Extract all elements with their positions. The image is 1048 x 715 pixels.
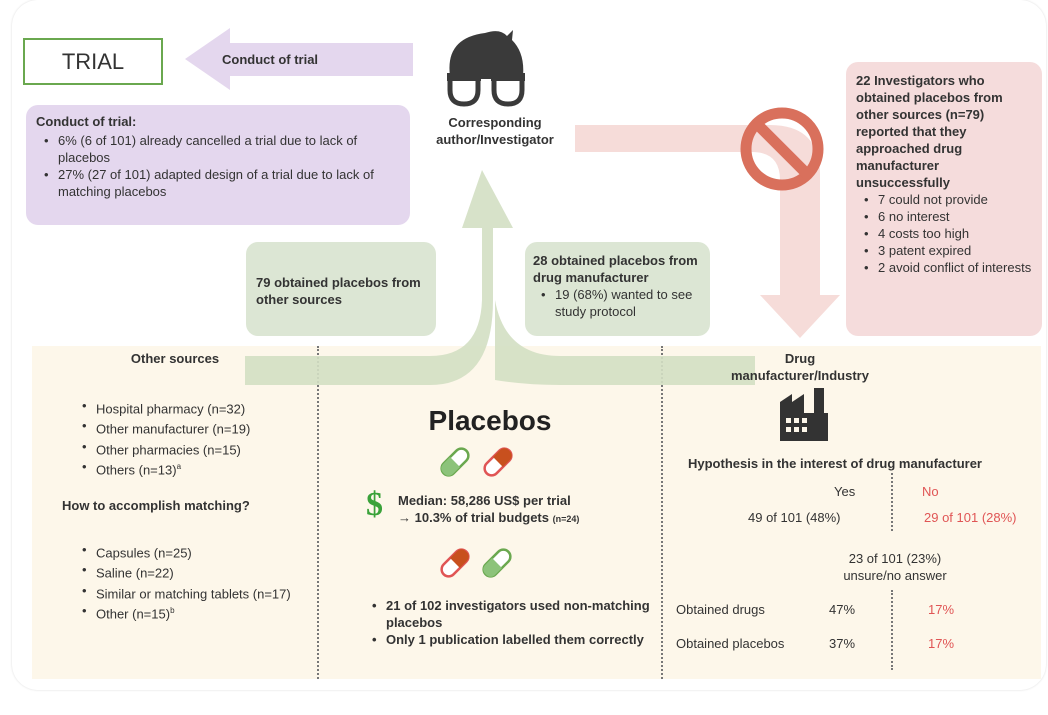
budget-n: (n=24) [552, 514, 580, 524]
other-sources-flow-arrow [245, 170, 513, 385]
other-sources-heading: Other sources [130, 351, 220, 366]
yes-label: Yes [834, 484, 856, 499]
manufacturer-flow-arrow [495, 300, 755, 385]
reason-item: 4 costs too high [864, 225, 1032, 242]
placebos-title: Placebos [428, 405, 552, 436]
unsure-label: unsure/no answer [843, 568, 947, 583]
investigator-label-line1: Corresponding [448, 115, 542, 130]
prohibited-icon [740, 107, 824, 191]
median-cost: Median: 58,286 US$ per trial [398, 493, 571, 508]
non-matching-list: 21 of 102 investigators used non-matchin… [370, 597, 656, 648]
row-yes: 37% [829, 636, 856, 651]
red-pill-icon [483, 447, 513, 477]
reason-item: 2 avoid conflict of interests [864, 259, 1032, 276]
reason-item: 3 patent expired [864, 242, 1032, 259]
other-sources-list: Hospital pharmacy (n=32) Other manufactu… [80, 397, 326, 478]
row-no: 17% [928, 636, 955, 651]
dollar-icon: $ [366, 486, 383, 523]
manufacturer-flow-box: 28 obtained placebos from drug manufactu… [525, 242, 710, 336]
conduct-item: 6% (6 of 101) already cancelled a trial … [44, 132, 400, 166]
budget-share: → 10.3% of trial budgets (n=24) [398, 509, 579, 528]
green-pill-icon [440, 447, 470, 477]
arrow-right-icon: → [398, 510, 411, 525]
green-pill-icon [482, 548, 512, 578]
row-no: 17% [928, 602, 955, 617]
unsure-block: 23 of 101 (23%) unsure/no answer [790, 550, 1000, 584]
divider-right [661, 346, 663, 679]
matching-list: Capsules (n=25) Saline (n=22) Similar or… [80, 541, 296, 622]
conduct-of-trial-panel: Conduct of trial: 6% (6 of 101) already … [26, 105, 410, 225]
matching-heading: How to accomplish matching? [62, 498, 250, 513]
manufacturer-heading-line2: manufacturer/Industry [731, 368, 869, 383]
row-label: Obtained drugs [676, 602, 765, 617]
person-with-glasses-icon [447, 30, 525, 107]
source-item: Other manufacturer (n=19) [82, 417, 326, 437]
budget-share-text: 10.3% of trial budgets [414, 510, 549, 525]
conduct-panel-title: Conduct of trial: [36, 114, 137, 129]
conduct-item: 27% (27 of 101) adapted design of a tria… [44, 166, 400, 200]
manufacturer-flow-item: 19 (68%) wanted to see study protocol [541, 286, 702, 320]
non-matching-item: Only 1 publication labelled them correct… [372, 631, 656, 648]
source-item: Hospital pharmacy (n=32) [82, 397, 326, 417]
matching-item: Capsules (n=25) [82, 541, 296, 561]
reason-item: 6 no interest [864, 208, 1032, 225]
non-matching-item: 21 of 102 investigators used non-matchin… [372, 597, 656, 631]
manufacturer-heading-line1: Drug [784, 351, 816, 366]
reason-item: 7 could not provide [864, 191, 1032, 208]
unsuccessful-title: 22 Investigators who obtained placebos f… [856, 73, 1003, 190]
hypothesis-title: Hypothesis in the interest of drug manuf… [688, 456, 982, 471]
manufacturer-heading: Drug manufacturer/Industry [700, 350, 900, 384]
no-label: No [922, 484, 939, 499]
divider-left [317, 346, 319, 679]
matching-item: Saline (n=22) [82, 561, 296, 581]
no-value: 29 of 101 (28%) [924, 510, 1017, 525]
yes-value: 49 of 101 (48%) [748, 510, 841, 525]
manufacturer-flow-title: 28 obtained placebos from drug manufactu… [533, 253, 698, 285]
conduct-arrow-label: Conduct of trial [222, 52, 319, 67]
red-pill-icon [440, 548, 470, 578]
matching-item: Other (n=15)b [82, 602, 296, 622]
source-item: Others (n=13)a [82, 458, 326, 478]
unsure-value: 23 of 101 (23%) [848, 551, 942, 566]
conduct-arrow [185, 28, 413, 90]
source-item: Other pharmacies (n=15) [82, 438, 326, 458]
investigator-label-line2: author/Investigator [436, 132, 554, 147]
investigator-label: Corresponding author/Investigator [415, 114, 575, 148]
trial-box: TRIAL [23, 38, 163, 85]
row-label: Obtained placebos [676, 636, 785, 651]
yes-no-divider [891, 473, 893, 531]
rows-divider [891, 590, 893, 670]
unsuccessful-approaches-panel: 22 Investigators who obtained placebos f… [846, 62, 1042, 336]
other-sources-flow-box: 79 obtained placebos from other sources [246, 242, 436, 336]
matching-item: Similar or matching tablets (n=17) [82, 582, 296, 602]
factory-icon [780, 388, 828, 441]
row-yes: 47% [829, 602, 856, 617]
